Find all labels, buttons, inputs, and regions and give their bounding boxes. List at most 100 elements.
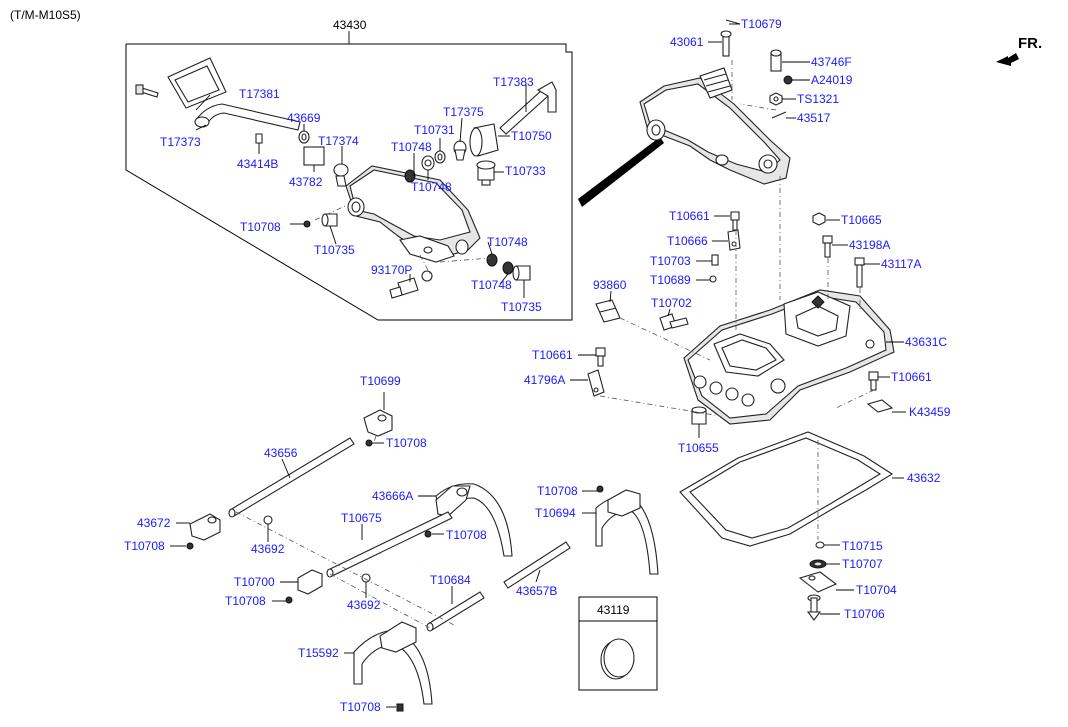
- box-43119: 43119: [578, 596, 658, 691]
- washer-t10715: [815, 541, 825, 549]
- group-label: 43430: [333, 18, 367, 32]
- label-t10665: T10665: [841, 213, 882, 227]
- label-43198a: 43198A: [849, 238, 890, 252]
- pivot-43746f: [770, 49, 782, 72]
- label-t10708-f: T10708: [537, 484, 578, 498]
- label-k43459: K43459: [909, 405, 951, 419]
- label-43656: 43656: [264, 446, 298, 460]
- label-t10655: T10655: [678, 441, 719, 455]
- bolt-t10661-a: [730, 211, 740, 231]
- label-43692-a: 43692: [251, 542, 285, 556]
- label-t10689: T10689: [650, 273, 691, 287]
- bolt-43198a: [822, 235, 833, 258]
- label-t10748-a: T10748: [391, 140, 432, 154]
- label-a24019: A24019: [811, 73, 853, 87]
- label-t17375: T17375: [443, 105, 484, 119]
- lever-t17375: [453, 140, 467, 161]
- label-t10699: T10699: [360, 374, 401, 388]
- lug-t10700: [297, 569, 323, 595]
- label-t10748-b: T10748: [411, 180, 452, 194]
- ball-43692-b: [361, 573, 371, 583]
- gasket-43632: [679, 431, 894, 547]
- fork-t15592: [353, 621, 433, 705]
- group-frame-43430: 43430: [125, 18, 573, 321]
- label-93170p: 93170P: [371, 263, 412, 277]
- nut-t10708-b: [365, 439, 373, 447]
- label-43631c: 43631C: [905, 335, 947, 349]
- label-43657b: 43657B: [516, 584, 557, 598]
- label-t17383: T17383: [493, 75, 534, 89]
- label-t10694: T10694: [535, 506, 576, 520]
- direction-label: FR.: [1018, 35, 1042, 52]
- nut-t10708-g: [396, 703, 404, 712]
- label-43746f: 43746F: [811, 55, 852, 69]
- bolt-t17373: [135, 84, 159, 98]
- rail-t10684: [426, 591, 485, 632]
- label-43666a: 43666A: [372, 489, 413, 503]
- bushing-t10735-a: [321, 213, 338, 227]
- label-43632: 43632: [907, 471, 941, 485]
- label-t10715: T10715: [842, 539, 883, 553]
- nut-ts1321: [769, 92, 783, 106]
- label-t10731: T10731: [414, 123, 455, 137]
- bushing-t10731: [434, 150, 446, 164]
- ball-43692-a: [263, 515, 273, 525]
- switch-93860: [595, 299, 621, 323]
- label-t10733: T10733: [505, 164, 546, 178]
- label-t10707: T10707: [842, 557, 883, 571]
- pointer-wedge: [578, 137, 664, 207]
- rail-43656: [228, 437, 355, 518]
- sensor-93170p: [389, 270, 433, 299]
- lever-t17374: [333, 163, 349, 187]
- boot-t10750: [469, 123, 499, 157]
- label-t17374: T17374: [318, 134, 359, 148]
- cap-t10733: [476, 160, 496, 186]
- label-t10708-a: T10708: [240, 220, 281, 234]
- label-t17373: T17373: [160, 135, 201, 149]
- pin-t10706: [806, 594, 822, 621]
- label-t10700: T10700: [234, 575, 275, 589]
- label-t10748-d: T10748: [471, 278, 512, 292]
- nut-t10708-f: [596, 485, 604, 493]
- label-43414b: 43414B: [237, 157, 278, 171]
- label-t10708-g: T10708: [340, 700, 381, 714]
- label-43061: 43061: [670, 35, 704, 49]
- nut-a24019: [783, 75, 793, 85]
- pin-43517: [771, 111, 787, 119]
- model-code: (T/M-M10S5): [10, 8, 81, 22]
- pin-t10703: [711, 254, 719, 266]
- label-43669: 43669: [287, 111, 321, 125]
- bolt-t10661-b: [595, 347, 606, 367]
- label-t10684: T10684: [430, 573, 471, 587]
- bushing-t10748-d: [502, 261, 514, 275]
- nut-t10708-c: [424, 530, 432, 538]
- label-t10735-a: T10735: [314, 243, 355, 257]
- label-t10703: T10703: [650, 254, 691, 268]
- spring-43782: [303, 146, 325, 166]
- box-label: 43119: [597, 603, 630, 617]
- leader-lines: [170, 23, 906, 708]
- bushing-t10748-b: [421, 155, 435, 171]
- gasket-plate: [167, 57, 227, 109]
- label-t10750: T10750: [511, 129, 552, 143]
- lug-43672: [189, 513, 221, 541]
- arrow-right-icon: [996, 53, 1019, 66]
- label-t10675: T10675: [341, 511, 382, 525]
- bushing-t10735-b: [512, 265, 531, 281]
- nut-t10708-d: [186, 542, 194, 550]
- nut-t10665: [812, 212, 826, 226]
- washer-t10707: [809, 559, 827, 569]
- ball-t10689: [709, 275, 717, 283]
- label-t10702: T10702: [651, 296, 692, 310]
- label-t10735-b: T10735: [501, 300, 542, 314]
- label-ts1321: TS1321: [797, 92, 839, 106]
- label-t10661-a: T10661: [669, 209, 710, 223]
- shift-tower-housing: [639, 77, 791, 185]
- label-t10704: T10704: [856, 583, 897, 597]
- bolt-t10702: [659, 313, 689, 331]
- bolt-t10661-c: [868, 371, 879, 391]
- lug-t10699: [363, 409, 393, 437]
- fork-t10694: [595, 489, 659, 575]
- bracket-t10666: [727, 229, 741, 251]
